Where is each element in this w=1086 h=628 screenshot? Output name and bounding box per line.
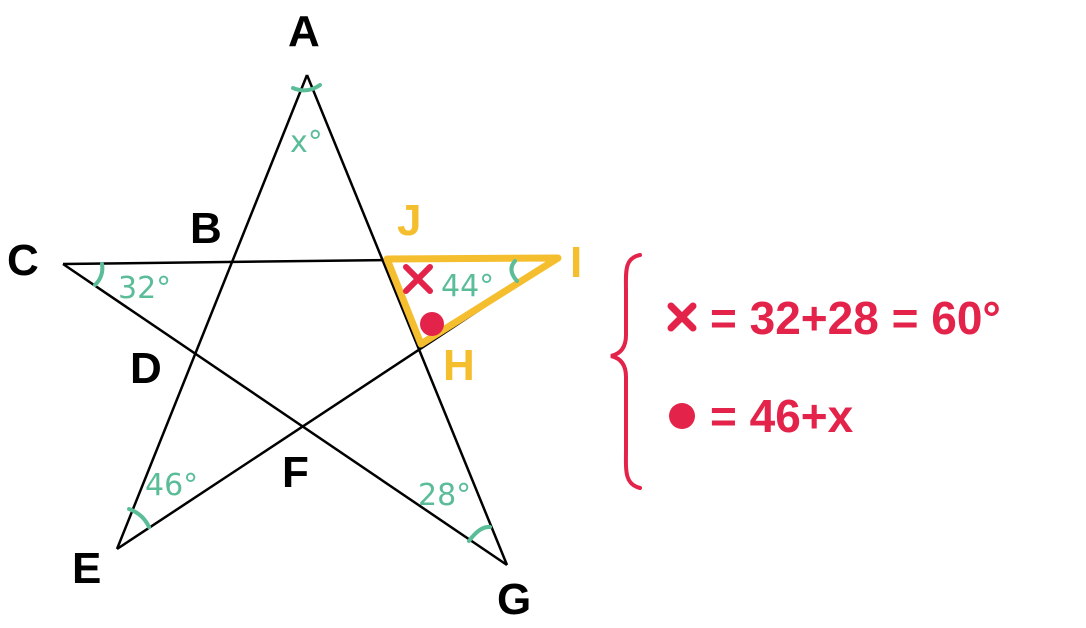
equation-dot-text: = 46+x	[710, 390, 854, 442]
star-lines	[62, 74, 559, 567]
angle-label-g: 28°	[418, 478, 471, 513]
angle-arc-c	[93, 262, 105, 287]
equation-cross-text: = 32+28 = 60°	[710, 292, 1001, 344]
equation-cross-icon	[667, 302, 697, 332]
equation-dot-icon	[669, 403, 695, 429]
label-g: G	[497, 575, 531, 624]
label-e: E	[72, 544, 101, 593]
angle-label-a: x°	[290, 125, 323, 160]
label-a: A	[288, 7, 320, 56]
line-a-g	[305, 74, 509, 566]
curly-brace	[610, 253, 642, 490]
dot-mark-icon	[420, 312, 444, 336]
triangle-jih	[383, 254, 562, 348]
cross-mark-icon	[403, 264, 433, 294]
angle-arc-a	[291, 83, 322, 93]
line-a-e	[115, 74, 309, 550]
angle-arcs	[93, 83, 519, 543]
label-b: B	[190, 204, 222, 253]
angle-label-e: 46°	[145, 468, 198, 503]
angle-arc-i	[509, 259, 519, 283]
label-j: J	[397, 196, 421, 245]
label-c: C	[7, 236, 39, 285]
label-i: I	[570, 238, 582, 287]
angle-arc-g	[467, 524, 492, 543]
angle-label-c: 32°	[118, 271, 171, 306]
line-c-g	[62, 262, 508, 567]
label-f: F	[282, 448, 309, 497]
angle-label-i: 44°	[441, 269, 494, 304]
angle-arc-e	[127, 507, 151, 529]
label-h: H	[443, 341, 475, 390]
label-d: D	[130, 344, 162, 393]
